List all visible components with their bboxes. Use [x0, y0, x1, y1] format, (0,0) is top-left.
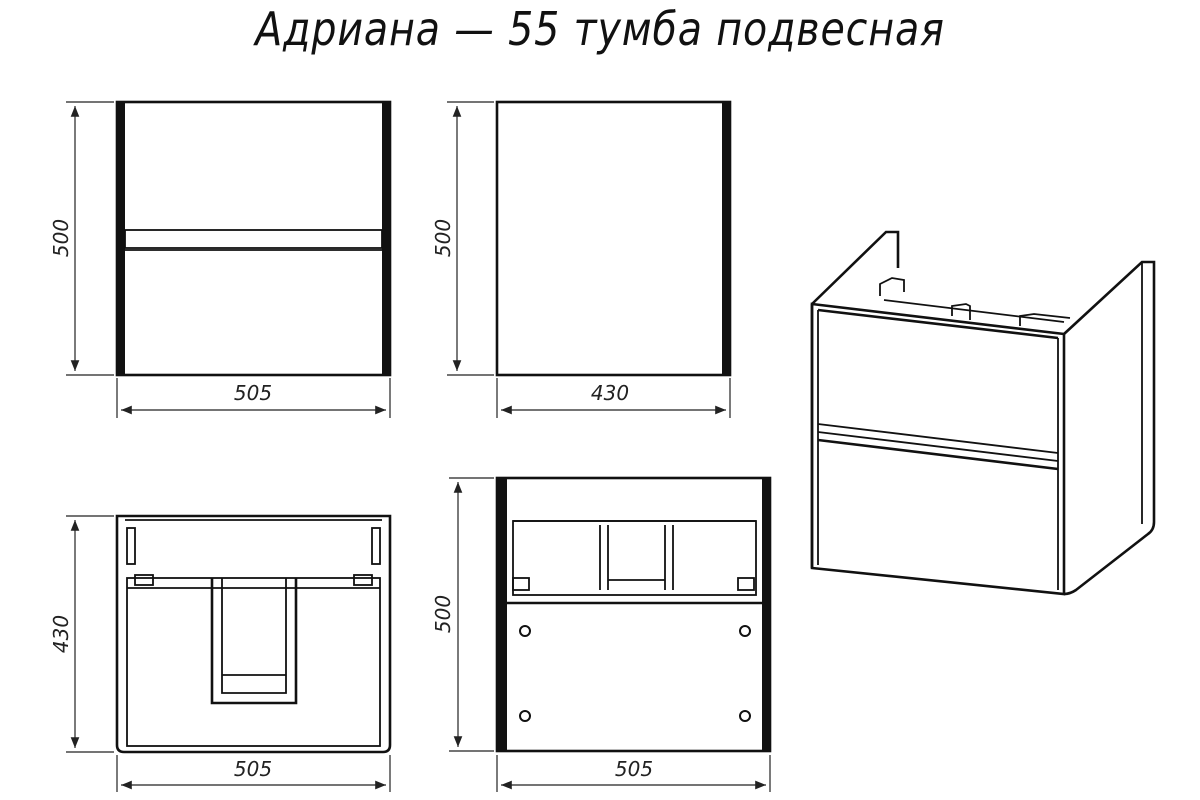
back-drawer-box [512, 520, 757, 596]
iso-bracket [879, 277, 905, 296]
back-height-label: 500 [431, 595, 455, 633]
top-depth-label: 430 [49, 615, 73, 653]
iso-drawer-gap-bottom [817, 438, 1059, 471]
top-drawer-outline [126, 577, 381, 747]
back-mounting-hole [519, 710, 531, 722]
back-right-runner-clip [737, 577, 755, 591]
front-height-label: 500 [49, 219, 73, 257]
front-cabinet-outline [115, 100, 392, 377]
front-left-side-panel [117, 102, 125, 375]
isometric-view [810, 230, 1156, 596]
front-width-label: 505 [234, 381, 272, 405]
side-view: 500 430 [431, 100, 732, 418]
top-view: 430 505 [49, 514, 392, 792]
back-left-runner-clip [512, 577, 530, 591]
iso-drawer-gap-top [817, 423, 1059, 454]
top-siphon-cutout-inner [221, 578, 287, 694]
back-width-label: 505 [615, 757, 653, 781]
drawing-title: Адриана — 55 тумба подвесная [255, 2, 945, 56]
top-left-rail [126, 527, 136, 565]
back-mounting-hole [519, 625, 531, 637]
iso-drawer-gap-mid [817, 431, 1059, 462]
front-right-side-panel [382, 102, 390, 375]
top-right-rail [371, 527, 381, 565]
iso-front-top-edge [817, 308, 1059, 340]
back-right-side-panel [762, 478, 770, 751]
side-cabinet-outline [495, 100, 732, 377]
top-right-runner-clip [353, 574, 373, 586]
back-siphon-cutout [599, 525, 674, 590]
back-left-side-panel [497, 478, 507, 751]
back-cabinet-outline [495, 476, 772, 753]
top-left-runner-clip [134, 574, 154, 586]
side-height-label: 500 [431, 219, 455, 257]
back-mounting-hole [739, 710, 751, 722]
iso-back-rail [883, 299, 1065, 323]
back-view: 500 505 [431, 476, 772, 792]
iso-mid-rail [951, 303, 971, 320]
top-width-label: 505 [234, 757, 272, 781]
side-depth-label: 430 [591, 381, 629, 405]
iso-right-rail [1019, 313, 1071, 326]
front-view: 500 505 [49, 100, 392, 418]
iso-right-side-panel [1063, 260, 1156, 596]
top-cabinet-outline [115, 514, 392, 754]
iso-front-face [810, 302, 1066, 596]
front-drawer-gap [124, 229, 383, 249]
iso-left-panel-top [811, 230, 900, 305]
back-mounting-hole [739, 625, 751, 637]
side-front-edge [722, 102, 730, 375]
top-siphon-cutout-outer [210, 578, 298, 705]
